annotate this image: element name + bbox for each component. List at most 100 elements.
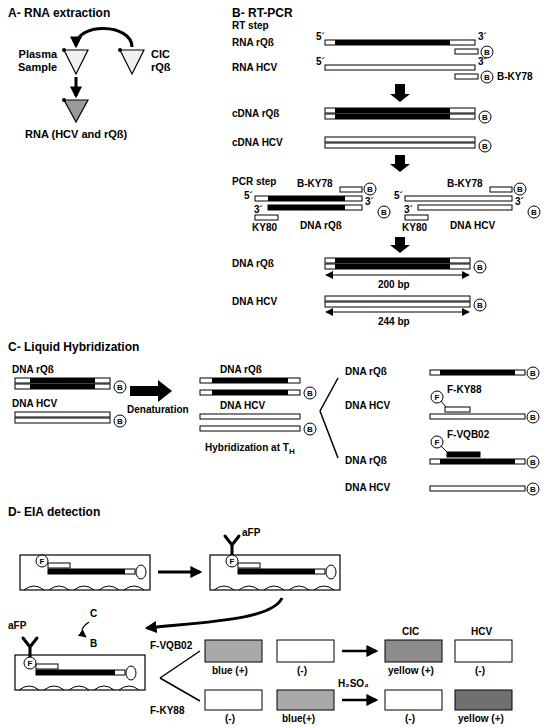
label: 5´ [316, 31, 325, 43]
microplate-well [20, 555, 150, 590]
biotin-mark: B [115, 416, 126, 427]
biotin-mark: B [528, 484, 539, 495]
rqb-segment [440, 370, 515, 375]
dna-strand [268, 205, 362, 210]
dna-strand [15, 412, 110, 417]
dna-strand [36, 670, 125, 675]
fluorescein-circle [226, 555, 238, 567]
fluorescein-circle [24, 657, 36, 669]
biotin-circle [481, 71, 493, 83]
label: aFP [8, 620, 26, 632]
well-curve [239, 586, 259, 590]
biotin-mark: B [480, 112, 491, 123]
label: H₂SO₄ [338, 678, 369, 690]
label: DNA HCV [12, 398, 57, 410]
fluorescein-circle [431, 391, 443, 403]
label: (-) [405, 713, 415, 725]
streptavidin-bead [326, 565, 336, 579]
biotin-circle [528, 206, 540, 218]
label: 5´ [316, 56, 325, 68]
tube-shape [64, 100, 88, 122]
biotin-mark: B [528, 368, 539, 379]
well-curve [44, 686, 64, 690]
well-curve [24, 586, 44, 590]
streptavidin-bead [126, 666, 136, 680]
biotin-circle [474, 299, 486, 311]
label: RNA HCV [232, 62, 277, 74]
well-curve [99, 586, 119, 590]
leader-line [160, 651, 200, 678]
dna-strand [405, 215, 428, 220]
label: cDNA rQß [232, 108, 279, 120]
label: Hybridization at T [205, 442, 289, 454]
rqb-segment [48, 569, 125, 574]
step-arrow [390, 237, 410, 253]
biotin-mark: B [480, 141, 491, 152]
label: 244 bp [378, 316, 410, 328]
label: HCV [471, 626, 492, 638]
biotin-mark: B [305, 388, 316, 399]
dna-strand [48, 569, 135, 574]
dna-strand [445, 407, 470, 412]
fluorescein-mark: F [37, 556, 48, 567]
panel-title: A- RNA extraction [8, 6, 110, 20]
label: KY80 [252, 222, 277, 234]
rqb-segment [447, 452, 480, 457]
microplate-well [210, 555, 340, 590]
label: RT step [232, 20, 269, 32]
biotin-mark: B [482, 72, 493, 83]
fluorescein-mark: F [25, 658, 36, 669]
fat-arrow [130, 380, 172, 402]
label: F-KY88 [150, 705, 184, 717]
dna-strand [15, 378, 110, 383]
tube-shape [64, 50, 88, 74]
label: DNA HCV [450, 220, 495, 232]
biotin-mark: B [475, 262, 486, 273]
flow-arrow [76, 28, 132, 47]
biotin-mark: B [528, 457, 539, 468]
label: B-KY78 [497, 71, 533, 83]
label: DNA HCV [345, 400, 390, 412]
biotin-circle [364, 183, 376, 195]
subscript: H [289, 447, 295, 457]
step-arrow [147, 598, 282, 628]
biotin-circle [527, 483, 539, 495]
leader-line [326, 275, 469, 276]
rqb-segment [238, 569, 315, 574]
biotin-mark: B [475, 300, 486, 311]
label: (-) [225, 713, 235, 725]
tube-outline [62, 98, 90, 124]
antibody-symbol [23, 638, 37, 657]
biotin-mark: B [515, 184, 526, 195]
dna-strand [430, 370, 525, 375]
step-arrow [158, 571, 200, 574]
label: 3´ [478, 31, 487, 43]
well-curve [49, 586, 69, 590]
biotin-mark: B [305, 424, 316, 435]
sample-tube: CIC rQß [118, 48, 146, 76]
fluorescein-mark: F [432, 392, 443, 403]
enzyme-arrow [82, 622, 89, 637]
dna-strand [455, 49, 478, 54]
result-well [385, 690, 442, 710]
rqb-segment [335, 108, 450, 113]
dna-strand [430, 459, 525, 464]
panel-title: C- Liquid Hybridization [8, 340, 139, 354]
label: Denaturation [127, 404, 189, 416]
dna-strand [325, 302, 470, 307]
panel-title: D- EIA detection [8, 505, 100, 519]
label: RNA rQß [232, 37, 274, 49]
label: DNA rQß [220, 364, 262, 376]
dna-strand [200, 426, 300, 431]
tube-label: Plasma Sample [18, 48, 57, 74]
label: 5´ [244, 190, 253, 202]
dna-strand [200, 378, 300, 383]
biotin-mark: B [529, 207, 540, 218]
result-well [385, 640, 442, 662]
biotin-circle [378, 206, 390, 218]
dna-strand [325, 137, 475, 142]
label: 5´ [394, 190, 403, 202]
label: DNA rQß [345, 455, 387, 467]
dna-strand [325, 114, 475, 119]
label: CIC [402, 626, 419, 638]
